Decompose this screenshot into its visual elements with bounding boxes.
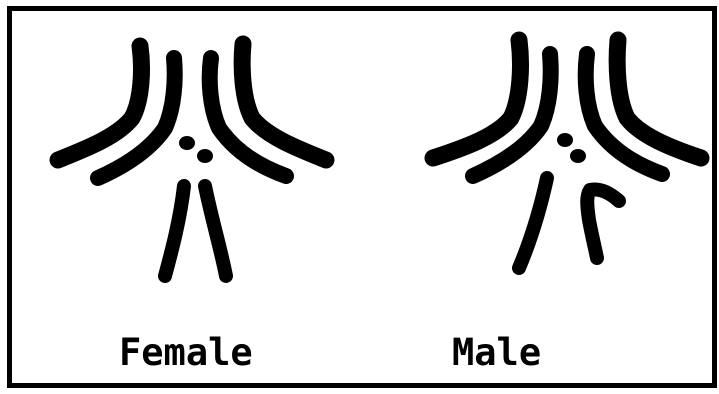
female-chromosome-1	[58, 46, 141, 160]
male-y-chromosome	[587, 189, 619, 258]
female-label: Female	[119, 334, 253, 371]
male-x-chromosome	[519, 178, 547, 268]
female-x-chromosome-1	[165, 186, 184, 276]
male-dot-chromosome-1	[557, 133, 573, 147]
female-x-chromosome-2	[205, 186, 226, 276]
male-chromosome-1	[433, 40, 520, 158]
male-chromosome-4	[617, 40, 701, 158]
male-dot-chromosome-2	[570, 149, 586, 163]
female-dot-chromosome-1	[179, 136, 195, 150]
female-karyotype	[58, 44, 326, 276]
male-karyotype	[433, 40, 701, 268]
female-chromosome-4	[242, 44, 326, 160]
female-dot-chromosome-2	[197, 149, 213, 163]
male-label: Male	[452, 334, 541, 371]
